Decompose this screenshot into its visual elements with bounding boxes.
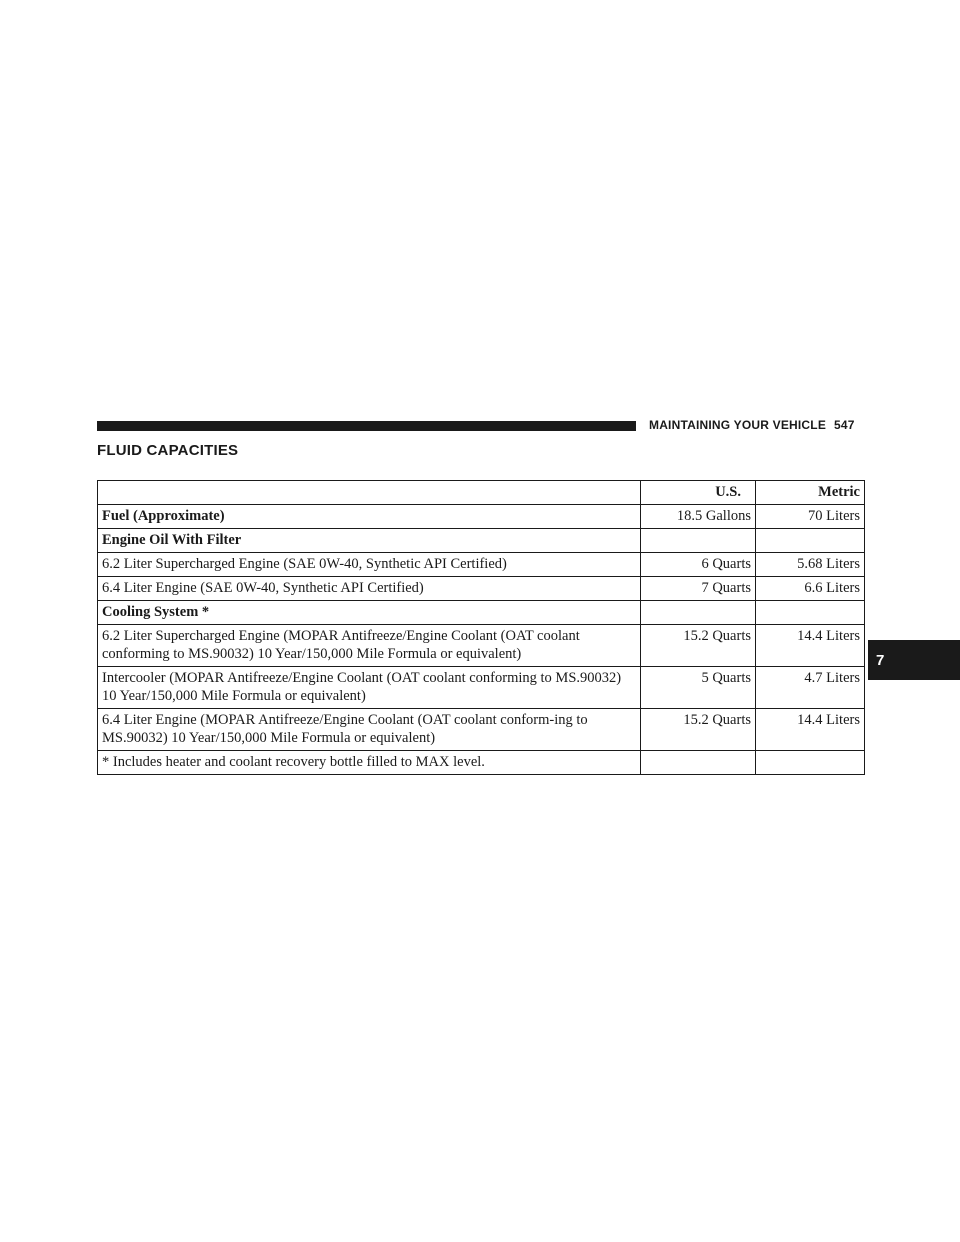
row-us-value: 15.2 Quarts xyxy=(640,624,756,667)
row-metric-value xyxy=(755,528,865,553)
row-us-value xyxy=(640,750,756,775)
table-row: 6.2 Liter Supercharged Engine (SAE 0W-40… xyxy=(97,552,865,577)
table-row: Engine Oil With Filter xyxy=(97,528,865,553)
row-metric-value: 14.4 Liters xyxy=(755,624,865,667)
row-metric-value xyxy=(755,750,865,775)
row-metric-value: 4.7 Liters xyxy=(755,666,865,709)
chapter-tab: 7 xyxy=(868,640,960,680)
section-title: MAINTAINING YOUR VEHICLE xyxy=(649,418,827,432)
row-label: * Includes heater and coolant recovery b… xyxy=(97,750,641,775)
column-header-metric: Metric xyxy=(755,480,865,505)
row-metric-value: 70 Liters xyxy=(755,504,865,529)
row-us-value: 18.5 Gallons xyxy=(640,504,756,529)
page-number: 547 xyxy=(834,418,855,432)
running-header: MAINTAINING YOUR VEHICLE 547 xyxy=(649,418,855,432)
row-us-value xyxy=(640,528,756,553)
row-metric-value: 6.6 Liters xyxy=(755,576,865,601)
table-row: 6.4 Liter Engine (SAE 0W-40, Synthetic A… xyxy=(97,576,865,601)
row-metric-value: 5.68 Liters xyxy=(755,552,865,577)
column-header-item xyxy=(97,480,641,505)
row-us-value: 5 Quarts xyxy=(640,666,756,709)
row-label: Cooling System * xyxy=(97,600,641,625)
row-us-value xyxy=(640,600,756,625)
row-label: 6.4 Liter Engine (MOPAR Antifreeze/Engin… xyxy=(97,708,641,751)
row-label: 6.2 Liter Supercharged Engine (MOPAR Ant… xyxy=(97,624,641,667)
table-header-row: U.S. Metric xyxy=(97,480,865,505)
table-row: Fuel (Approximate) 18.5 Gallons 70 Liter… xyxy=(97,504,865,529)
row-us-value: 15.2 Quarts xyxy=(640,708,756,751)
row-label: Engine Oil With Filter xyxy=(97,528,641,553)
table-row: * Includes heater and coolant recovery b… xyxy=(97,750,865,775)
row-label: 6.4 Liter Engine (SAE 0W-40, Synthetic A… xyxy=(97,576,641,601)
row-us-value: 6 Quarts xyxy=(640,552,756,577)
header-rule xyxy=(97,421,636,431)
table-row: Intercooler (MOPAR Antifreeze/Engine Coo… xyxy=(97,666,865,709)
row-label: Intercooler (MOPAR Antifreeze/Engine Coo… xyxy=(97,666,641,709)
column-header-us: U.S. xyxy=(640,480,756,505)
row-us-value: 7 Quarts xyxy=(640,576,756,601)
row-metric-value xyxy=(755,600,865,625)
row-label: Fuel (Approximate) xyxy=(97,504,641,529)
table-row: Cooling System * xyxy=(97,600,865,625)
fluid-capacities-table: U.S. Metric Fuel (Approximate) 18.5 Gall… xyxy=(97,480,865,775)
table-row: 6.2 Liter Supercharged Engine (MOPAR Ant… xyxy=(97,624,865,667)
table-row: 6.4 Liter Engine (MOPAR Antifreeze/Engin… xyxy=(97,708,865,751)
row-label: 6.2 Liter Supercharged Engine (SAE 0W-40… xyxy=(97,552,641,577)
page-title: FLUID CAPACITIES xyxy=(97,442,239,459)
row-metric-value: 14.4 Liters xyxy=(755,708,865,751)
